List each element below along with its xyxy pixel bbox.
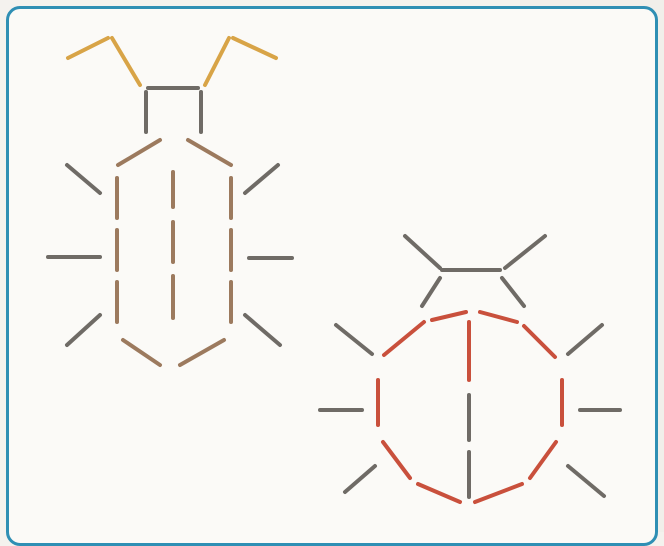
body-stick: [116, 138, 162, 167]
antenna-stick: [66, 36, 110, 60]
stick-figures-canvas: [46, 36, 622, 504]
body-stick: [178, 338, 226, 367]
leg-stick: [566, 464, 606, 498]
shell-stick: [430, 310, 468, 322]
shell-stick: [416, 482, 462, 504]
shell-stick: [522, 324, 557, 359]
head-stick: [500, 276, 526, 308]
antenna-stick: [110, 36, 142, 87]
leg-stick: [243, 313, 282, 347]
stick-beetle: [46, 36, 294, 367]
leg-stick: [343, 464, 377, 494]
puzzle-frame: [6, 6, 658, 546]
shell-stick: [478, 310, 519, 324]
shell-stick: [382, 320, 426, 357]
shell-stick: [528, 440, 558, 480]
leg-stick: [65, 313, 102, 347]
leg-stick: [334, 323, 374, 356]
antenna-stick: [203, 36, 231, 87]
leg-stick: [566, 323, 604, 356]
body-stick: [186, 138, 233, 167]
leg-stick: [243, 163, 280, 195]
body-stick: [121, 338, 162, 367]
shell-stick: [473, 482, 524, 504]
shell-stick: [381, 440, 412, 480]
stick-ladybug: [318, 234, 622, 504]
antenna-stick: [403, 234, 442, 270]
antenna-stick: [503, 234, 547, 270]
head-stick: [420, 276, 442, 308]
leg-stick: [65, 163, 102, 195]
antenna-stick: [231, 36, 278, 60]
